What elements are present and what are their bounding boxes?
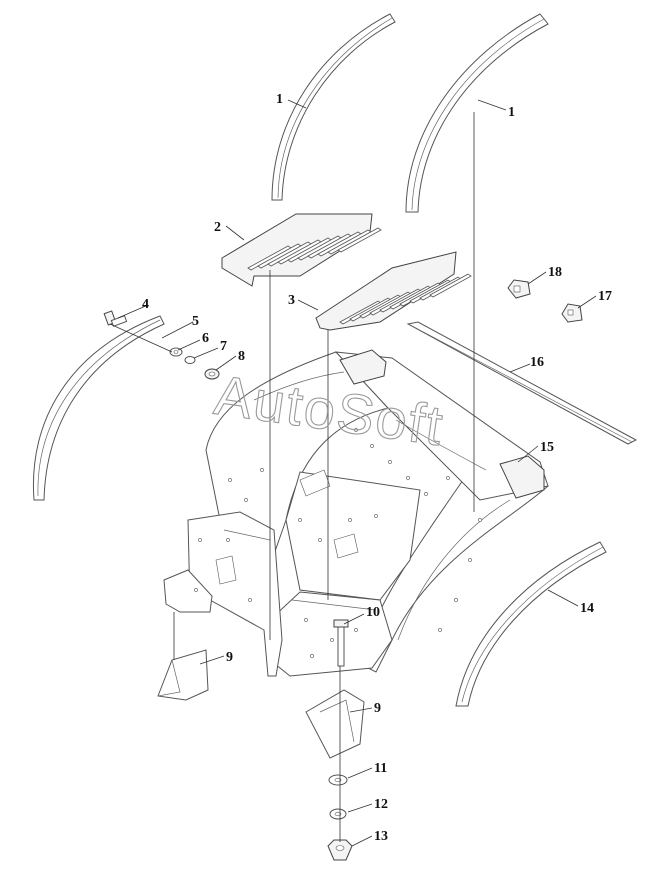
callout-17: 17: [598, 289, 612, 304]
mounting-hole: [198, 538, 202, 542]
part-6-washer: [169, 347, 183, 357]
mounting-hole: [454, 598, 458, 602]
mounting-hole: [354, 628, 358, 632]
callout-leaders: [117, 99, 597, 847]
mounting-hole: [374, 514, 378, 518]
callout-labels: 1 1 2 3 4 5 6 7 8 9 9 10 11 12 13 14 15 …: [142, 92, 612, 844]
callout-9-right: 9: [374, 701, 381, 716]
part-9-right-bracket: [305, 689, 365, 759]
callout-1-left: 1: [276, 92, 283, 107]
mounting-hole: [354, 428, 358, 432]
mounting-hole: [348, 518, 352, 522]
part-4-bolt: [103, 310, 128, 327]
callout-11: 11: [374, 761, 387, 776]
part-18-bracket: [507, 279, 531, 299]
mounting-hole: [318, 538, 322, 542]
callout-13: 13: [374, 829, 388, 844]
callout-4: 4: [142, 297, 149, 312]
mounting-hole: [248, 598, 252, 602]
callout-10: 10: [366, 605, 380, 620]
mounting-hole: [438, 628, 442, 632]
part-16-flat-bar: [406, 321, 638, 445]
mounting-hole: [478, 518, 482, 522]
callout-3: 3: [288, 293, 295, 308]
part-2-floor-mat: [221, 213, 382, 287]
mounting-hole: [226, 538, 230, 542]
mounting-hole: [244, 498, 248, 502]
part-13-nut: [327, 839, 353, 861]
callout-15: 15: [540, 440, 554, 455]
assembly-guide-lines: [109, 112, 475, 842]
part-17-bracket: [561, 303, 583, 323]
part-10-bolt: [333, 619, 349, 667]
mounting-hole: [370, 444, 374, 448]
callout-1-right: 1: [508, 105, 515, 120]
mounting-hole: [388, 460, 392, 464]
callout-7: 7: [220, 339, 227, 354]
callout-12: 12: [374, 797, 388, 812]
callout-5: 5: [192, 314, 199, 329]
mounting-hole: [310, 654, 314, 658]
mounting-hole: [406, 476, 410, 480]
callout-18: 18: [548, 265, 562, 280]
part-1-right-trim-strip: [405, 13, 549, 213]
part-12-lock-washer: [329, 808, 347, 820]
fender-floor-assembly: [163, 349, 549, 677]
part-9-left-bracket: [157, 649, 209, 701]
part-14-right-fender-trim: [455, 541, 607, 707]
mounting-hole: [468, 558, 472, 562]
callout-16: 16: [530, 355, 544, 370]
part-1-left-trim-strip: [271, 13, 396, 201]
mat-slot: [337, 227, 382, 253]
mounting-hole: [194, 588, 198, 592]
part-7-lock-washer: [184, 356, 196, 364]
mounting-hole: [330, 638, 334, 642]
callout-6: 6: [202, 331, 209, 346]
mat-slot: [429, 273, 472, 298]
part-5-left-fender-trim: [32, 315, 165, 501]
callout-8: 8: [238, 349, 245, 364]
callout-2: 2: [214, 220, 221, 235]
part-11-washer: [328, 774, 348, 786]
callout-9-left: 9: [226, 650, 233, 665]
mounting-hole: [424, 492, 428, 496]
mounting-hole: [260, 468, 264, 472]
mounting-hole: [228, 478, 232, 482]
part-3-floor-mat: [315, 251, 472, 331]
mounting-hole: [298, 518, 302, 522]
callout-14: 14: [580, 601, 594, 616]
mounting-hole: [446, 476, 450, 480]
mounting-hole: [304, 618, 308, 622]
part-8-nut: [204, 368, 220, 380]
